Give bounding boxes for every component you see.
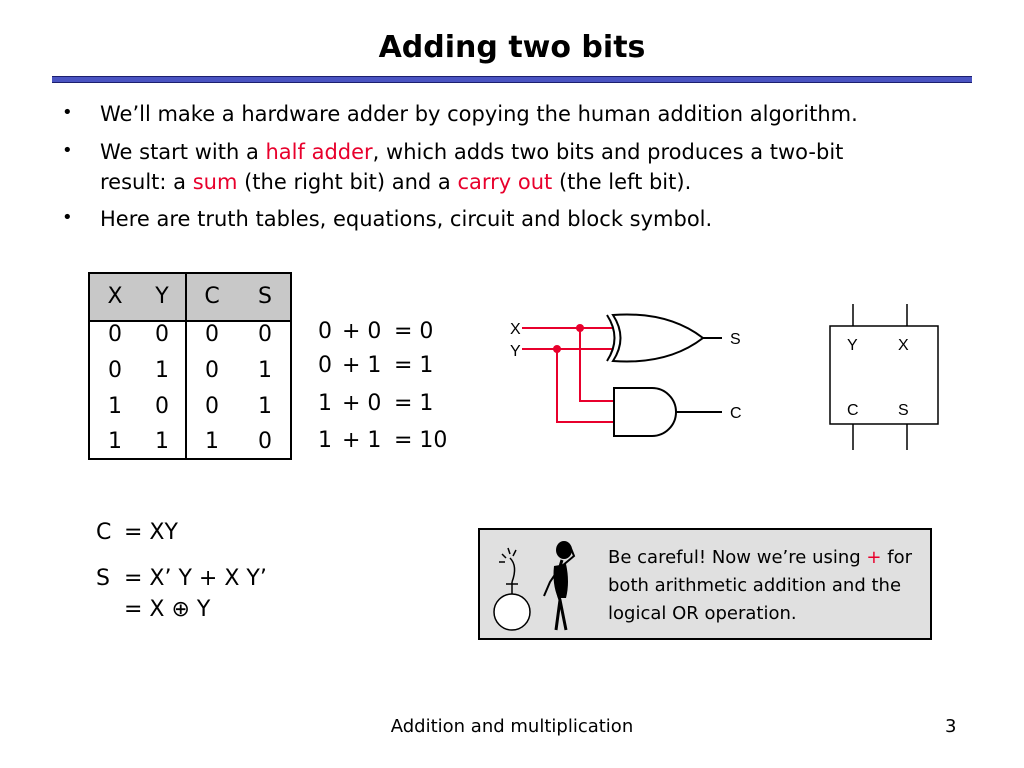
warning-callout (478, 528, 932, 640)
addition-term: + 1 (342, 428, 382, 453)
bullet-marker-3: • (62, 207, 73, 228)
bomb-icon (493, 593, 531, 631)
addition-operand: 0 (318, 319, 332, 344)
and-gate-icon (613, 387, 677, 437)
carry-equation-lhs: C (96, 520, 112, 545)
block-box (829, 325, 939, 425)
header-y: Y (155, 284, 169, 309)
header-x: X (107, 284, 123, 309)
x-branch-wire (579, 328, 614, 402)
circuit-input-x: X (510, 321, 521, 338)
addition-result: = 0 (394, 319, 434, 344)
title-rule (52, 76, 972, 83)
bullet-text-3: Here are truth tables, equations, circui… (100, 207, 713, 231)
addition-result: = 10 (394, 428, 448, 453)
half-adder-term: half adder (265, 140, 373, 164)
truth-table-header (90, 274, 290, 322)
plus-symbol: + (866, 547, 882, 568)
y-junction-dot (553, 345, 561, 353)
xor-gate-back-arc (606, 314, 616, 362)
table-cell: 0 (108, 358, 122, 383)
footer-title: Addition and multiplication (390, 716, 634, 737)
sum-equation-rhs: = X’ Y + X Y’ (124, 566, 267, 591)
warning-text-start: Be careful! Now we’re using (608, 547, 867, 568)
circuit-output-c: C (730, 405, 742, 422)
addition-result: = 1 (394, 391, 434, 416)
sum-equation-lhs: S (96, 566, 110, 591)
y-branch-wire (556, 349, 614, 423)
carry-equation-rhs: = XY (124, 520, 178, 545)
stick-figure-icon (543, 541, 576, 631)
block-label-s: S (898, 402, 909, 419)
table-cell: 1 (258, 394, 272, 419)
header-s: S (258, 284, 272, 309)
addition-operand: 1 (318, 428, 332, 453)
block-label-x: X (898, 337, 909, 354)
addition-term: + 0 (342, 391, 382, 416)
xor-gate-icon (611, 313, 705, 363)
block-label-c: C (847, 402, 859, 419)
sum-equation-xor-rhs: = X ⊕ Y (124, 597, 211, 622)
addition-term: + 0 (342, 319, 382, 344)
bullet-2-part-4: result: a (100, 170, 193, 194)
table-cell: 1 (258, 358, 272, 383)
truth-table: X Y C S 0 0 0 0 0 1 0 1 1 0 0 1 1 1 1 0 (88, 272, 292, 460)
table-cell: 0 (205, 322, 219, 347)
circuit-output-s: S (730, 331, 741, 348)
addition-term: + 1 (342, 353, 382, 378)
table-cell: 0 (258, 429, 272, 454)
slide-title: Adding two bits (378, 30, 646, 65)
block-label-y: Y (847, 337, 858, 354)
bullet-marker-1: • (62, 102, 73, 123)
bullet-2-part-8: (the left bit). (552, 170, 692, 194)
bomb-stick-figure-icon (493, 541, 576, 631)
sum-term: sum (192, 170, 238, 194)
table-cell: 1 (155, 358, 169, 383)
table-cell: 0 (258, 322, 272, 347)
table-cell: 0 (205, 358, 219, 383)
x-junction-dot (576, 324, 584, 332)
table-cell: 1 (108, 429, 122, 454)
table-cell: 0 (155, 394, 169, 419)
table-cell: 1 (205, 429, 219, 454)
warning-text-end: for both arithmetic addition and the log… (608, 547, 912, 624)
addition-result: = 1 (394, 353, 434, 378)
addition-operand: 0 (318, 353, 332, 378)
addition-operand: 1 (318, 391, 332, 416)
bullet-marker-2: • (62, 140, 73, 161)
table-cell: 1 (108, 394, 122, 419)
table-cell: 0 (108, 322, 122, 347)
half-adder-circuit: X Y S C (510, 313, 742, 437)
table-cell: 0 (205, 394, 219, 419)
bullet-2-part-3: , which adds two bits and produces a two… (372, 140, 844, 164)
bullet-2-part-6: (the right bit) and a (237, 170, 458, 194)
table-cell: 0 (155, 322, 169, 347)
carry-out-term: carry out (457, 170, 553, 194)
circuit-input-y: Y (510, 343, 521, 360)
table-cell: 1 (155, 429, 169, 454)
header-c: C (204, 284, 220, 309)
warning-text: Be careful! Now we’re using + for both a… (608, 544, 924, 628)
half-adder-block-symbol: Y X C S (829, 304, 939, 450)
page-number: 3 (945, 716, 957, 737)
bullet-text-2: We start with a half adder, which adds t… (100, 137, 980, 197)
bullet-2-part-1: We start with a (100, 140, 266, 164)
bullet-text-1: We’ll make a hardware adder by copying t… (100, 102, 858, 126)
truth-table-divider (185, 274, 187, 458)
